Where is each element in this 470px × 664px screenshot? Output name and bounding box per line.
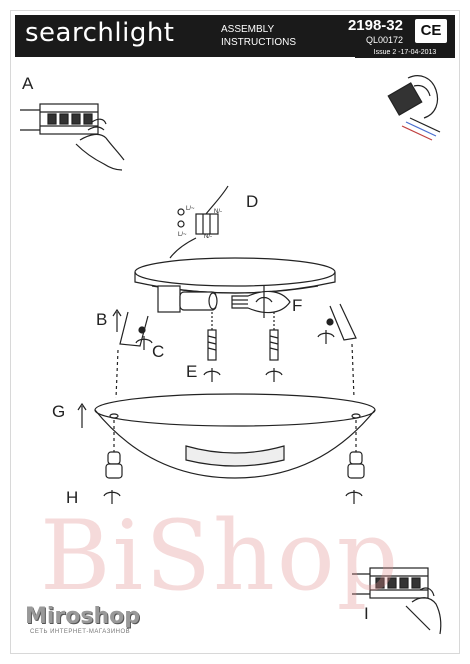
label-d: D (246, 192, 259, 211)
terminal-label-n-top: N/- (214, 209, 222, 215)
finial-icon-h-right (347, 420, 365, 479)
product-code: 2198-32 (347, 17, 403, 34)
candle-bulb-icon-f (231, 286, 291, 318)
arrow-up-icon-g (77, 402, 87, 428)
label-i: I (364, 604, 369, 623)
wiring-terminal-icon-d (169, 185, 229, 259)
glass-bowl (94, 393, 376, 479)
watermark-logo: Miroshop (25, 604, 141, 629)
rotate-icon-e-left (203, 368, 221, 382)
rotate-icon-c (135, 336, 153, 350)
screw-icon-e-left (207, 312, 217, 361)
terminal-block-icon-a (20, 103, 99, 135)
bracket-right (326, 303, 357, 341)
rotate-icon-h-right (345, 490, 363, 504)
rotate-icon-h-left (103, 490, 121, 504)
terminal-block-icon-top (387, 75, 441, 141)
label-b: B (96, 310, 108, 329)
label-h: H (66, 488, 79, 507)
page-border (10, 10, 460, 654)
label-g: G (52, 402, 66, 421)
finial-icon-h-left (105, 420, 123, 479)
ql-code: QL00172 (365, 35, 403, 45)
rotate-icon-bracket-right (317, 330, 335, 344)
terminal-label-n-bottom: N/- (204, 234, 212, 240)
label-a: A (22, 74, 34, 93)
watermark-logo-sub: СЕТЬ ИНТЕРНЕТ-МАГАЗИНОВ (30, 629, 131, 635)
brand-logo: searchlight (25, 18, 175, 48)
label-c: C (152, 342, 165, 361)
assembly-title: ASSEMBLY INSTRUCTIONS (221, 24, 296, 48)
rotate-icon-e-right (265, 368, 283, 382)
lamp-holder (157, 285, 218, 313)
screw-icon-e-right (269, 312, 279, 361)
watermark-text: BiShop (40, 500, 401, 612)
issue-date: Issue 2 -17-04-2013 (355, 48, 455, 58)
arrow-up-icon-b (112, 308, 122, 332)
terminal-label-l-bottom: L/~ (178, 232, 187, 238)
bracket-left (119, 311, 149, 347)
hand-icon-i (405, 587, 442, 635)
hand-icon-a (75, 118, 125, 171)
terminal-block-icon-i (352, 567, 429, 599)
terminal-label-l-top: L/~ (186, 206, 195, 212)
label-e: E (186, 362, 198, 381)
ce-mark: CE (415, 19, 447, 43)
label-f: F (292, 296, 303, 315)
